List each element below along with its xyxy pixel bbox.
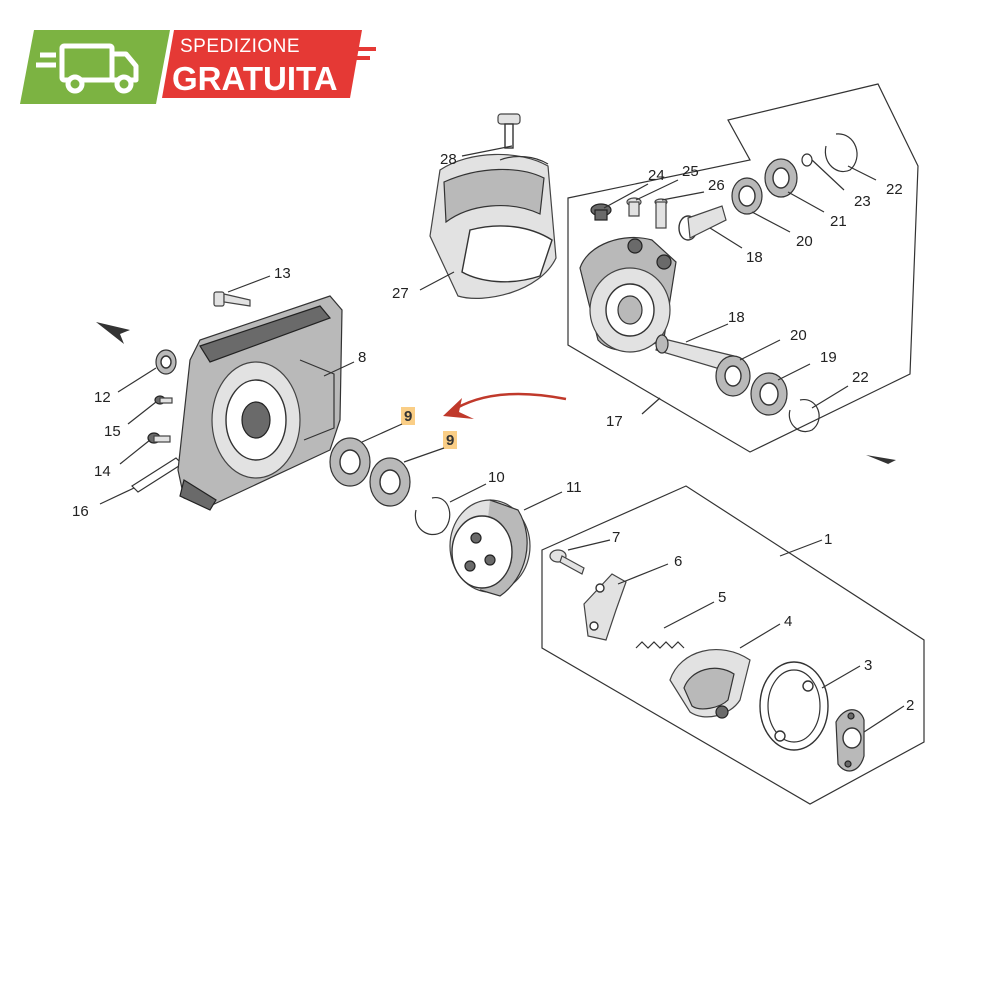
part-20-bearing-lower [715,355,751,397]
part-4-clutch-shoes [669,649,751,719]
direction-arrow-right [866,455,898,468]
part-28-screw [497,113,521,149]
badge-red-panel [162,30,362,98]
callout-9-a: 9 [404,408,412,425]
part-10-circlip [414,497,451,536]
part-6-carrier [583,573,627,641]
part-9-bearing-a [329,437,371,487]
part-21-bearing [764,158,798,198]
part-8-housing [177,295,343,511]
callout-10: 10 [488,469,505,486]
callout-22-lower: 22 [852,369,869,386]
part-14-screw [147,432,171,444]
callout-20-upper: 20 [796,233,813,250]
callout-16: 16 [72,503,89,520]
part-16-gasket [131,457,183,493]
part-2-washer [835,709,865,772]
part-5-spring [635,641,685,649]
callout-4: 4 [784,613,792,630]
part-17-gear-head [579,236,677,353]
leader-lines [99,145,905,733]
callout-labels: 28 27 24 25 26 23 22 21 20 18 18 20 19 2… [72,151,914,714]
callout-15: 15 [104,423,121,440]
callout-11: 11 [566,479,582,496]
callout-22-upper: 22 [886,181,903,198]
part-15-screw [154,395,173,405]
callout-12: 12 [94,389,111,406]
callout-18-lower: 18 [728,309,745,326]
callout-21: 21 [830,213,847,230]
clutch-group-outline [541,485,925,805]
part-18-shaft-upper [678,205,727,241]
part-11-drum [449,499,531,597]
callout-19: 19 [820,349,837,366]
highlight-9b [443,431,457,449]
part-9-bearing-b [369,457,411,507]
callout-3: 3 [864,657,872,674]
callout-7: 7 [612,529,620,546]
part-3-plate [759,661,829,751]
highlight-9a [401,407,415,425]
callout-1: 1 [824,531,832,548]
part-13-bolt [213,291,251,307]
part-25-screw [626,197,642,217]
callout-25: 25 [682,163,699,180]
badge-line2: GRATUITA [172,60,338,97]
part-7-bolt [549,549,585,575]
free-shipping-badge: SPEDIZIONE GRATUITA [20,30,376,104]
callout-20-lower: 20 [790,327,807,344]
gearbox-group-outline [567,83,919,453]
callout-27: 27 [392,285,409,302]
callout-9-b: 9 [446,432,454,449]
badge-line1: SPEDIZIONE [180,36,300,57]
callout-8: 8 [358,349,366,366]
callout-5: 5 [718,589,726,606]
callout-14: 14 [94,463,111,480]
callout-6: 6 [674,553,682,570]
delivery-truck-icon [36,43,139,94]
part-12-bushing [155,349,177,375]
part-22-circlip-lower [788,399,820,433]
callout-23: 23 [854,193,871,210]
part-27-cover [429,153,557,299]
callout-2: 2 [906,697,914,714]
part-23-ring [801,153,813,167]
callout-28: 28 [440,151,457,168]
callout-18-upper: 18 [746,249,763,266]
callout-17: 17 [606,413,623,430]
direction-arrow-left [96,322,130,344]
part-20-bearing-upper [731,177,763,215]
part-19-bearing [750,372,788,416]
callout-13: 13 [274,265,291,282]
part-22-circlip-upper [824,133,858,173]
part-26-pin [654,198,668,229]
callout-24: 24 [648,167,665,184]
callout-26: 26 [708,177,725,194]
highlight-arrow [443,392,567,419]
